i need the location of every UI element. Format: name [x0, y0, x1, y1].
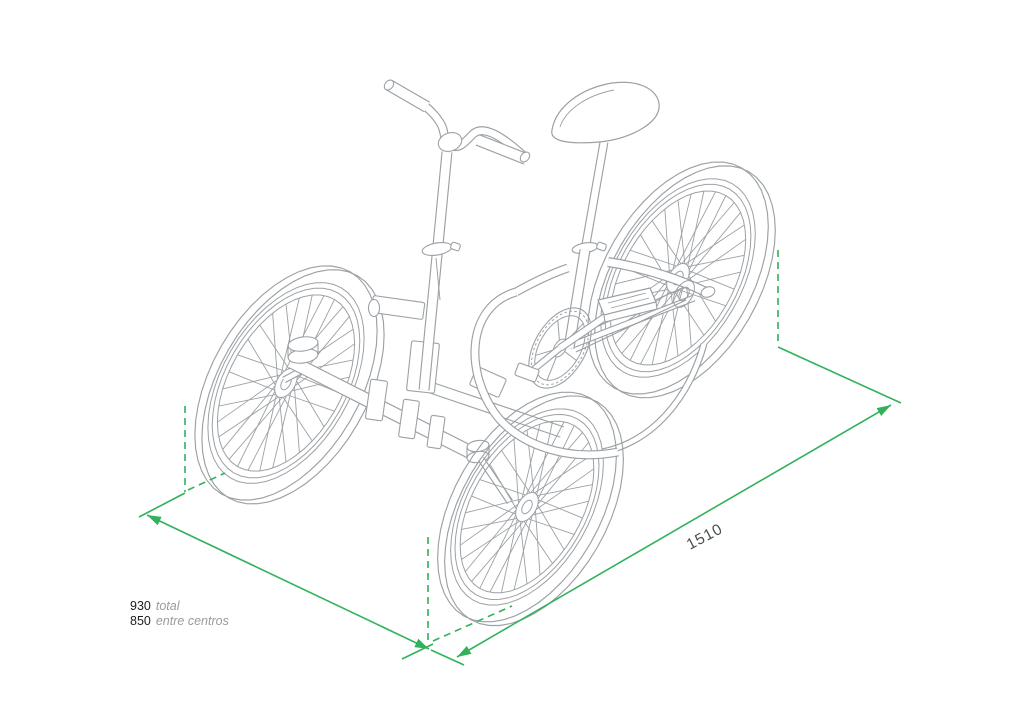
width-centers-line: 850 entre centros — [130, 614, 229, 628]
wheelbase-dimension-label: 1510 — [684, 520, 726, 553]
crank-assembly — [470, 263, 658, 460]
steering-assembly — [383, 79, 531, 391]
front-left-wheel-spokes — [217, 294, 355, 472]
width-centers-value: 850 — [130, 614, 151, 628]
width-total-unit-label: total — [156, 599, 181, 613]
width-total-line: 930 total — [130, 599, 181, 613]
saddle — [551, 81, 660, 144]
width-centers-unit-label: entre centros — [156, 614, 229, 628]
seat-assembly — [551, 81, 660, 349]
front-left-wheel — [194, 265, 385, 505]
front-axle-assembly — [282, 295, 564, 504]
width-total-value: 930 — [130, 599, 151, 613]
trike-line-art — [194, 79, 776, 627]
dimension-annotations — [138, 250, 902, 666]
